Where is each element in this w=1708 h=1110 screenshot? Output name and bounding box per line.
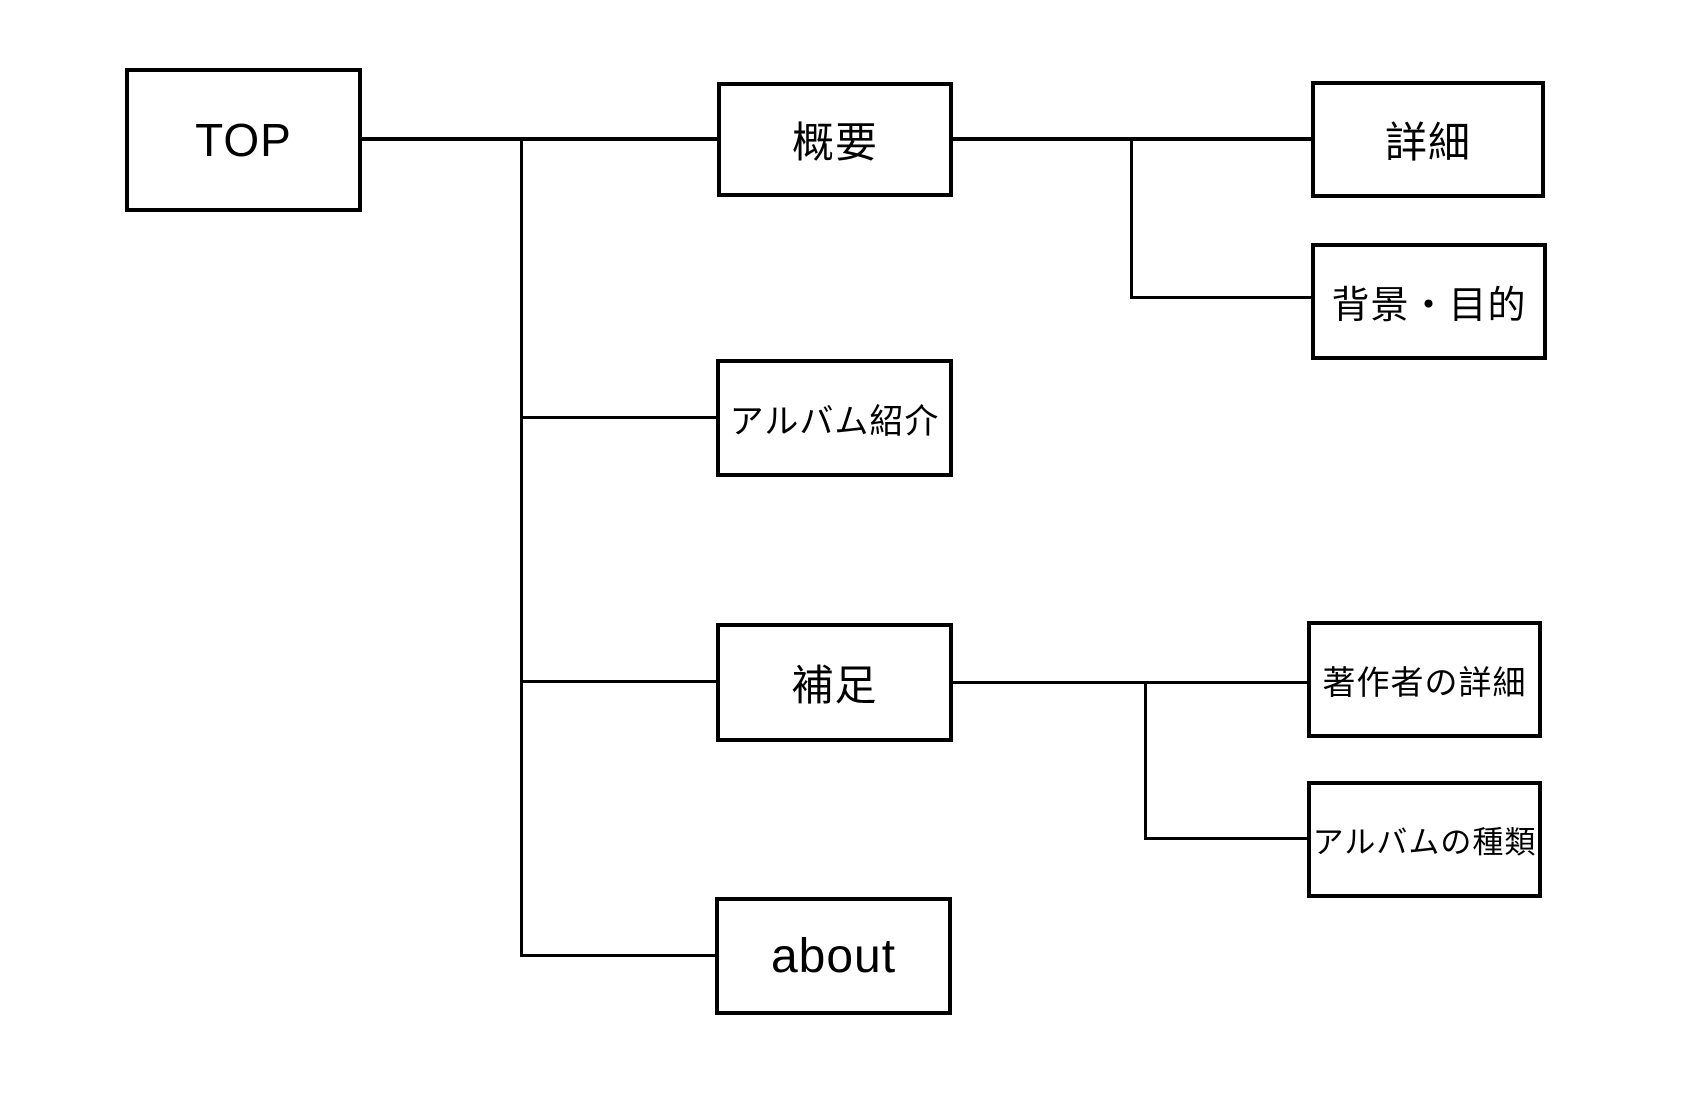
connector-top-to-trunk — [362, 137, 717, 141]
node-album-introduction: アルバム紹介 — [716, 359, 953, 477]
node-album-introduction-label: アルバム紹介 — [729, 402, 940, 441]
connector-main-trunk — [520, 137, 523, 957]
connector-hosoku-subtrunk — [1144, 681, 1147, 840]
connector-gaiyou-subtrunk — [1130, 137, 1133, 299]
node-author-details-label: 著作者の詳細 — [1322, 663, 1527, 701]
node-details-label: 詳細 — [1384, 119, 1471, 166]
node-supplement: 補足 — [716, 623, 953, 742]
connector-trunk-to-album-intro — [520, 416, 716, 419]
node-about-label: about — [770, 929, 897, 983]
node-supplement-label: 補足 — [791, 662, 878, 709]
node-details: 詳細 — [1311, 81, 1545, 198]
node-album-types-label: アルバムの種類 — [1312, 825, 1537, 860]
node-author-details: 著作者の詳細 — [1307, 621, 1542, 738]
node-background-purpose: 背景・目的 — [1311, 243, 1547, 360]
node-top-label: TOP — [195, 114, 292, 166]
node-overview: 概要 — [717, 82, 953, 197]
connector-hosoku-to-author — [953, 681, 1307, 684]
node-album-types: アルバムの種類 — [1307, 781, 1542, 898]
node-background-purpose-label: 背景・目的 — [1331, 285, 1527, 327]
connector-trunk-to-hosoku — [520, 680, 716, 683]
node-top: TOP — [125, 68, 362, 212]
connector-trunk-to-about — [520, 954, 715, 957]
node-about: about — [715, 897, 952, 1015]
connector-trunk-to-album-types — [1144, 837, 1307, 840]
connector-trunk-to-haikei — [1130, 296, 1311, 299]
node-overview-label: 概要 — [791, 119, 878, 166]
